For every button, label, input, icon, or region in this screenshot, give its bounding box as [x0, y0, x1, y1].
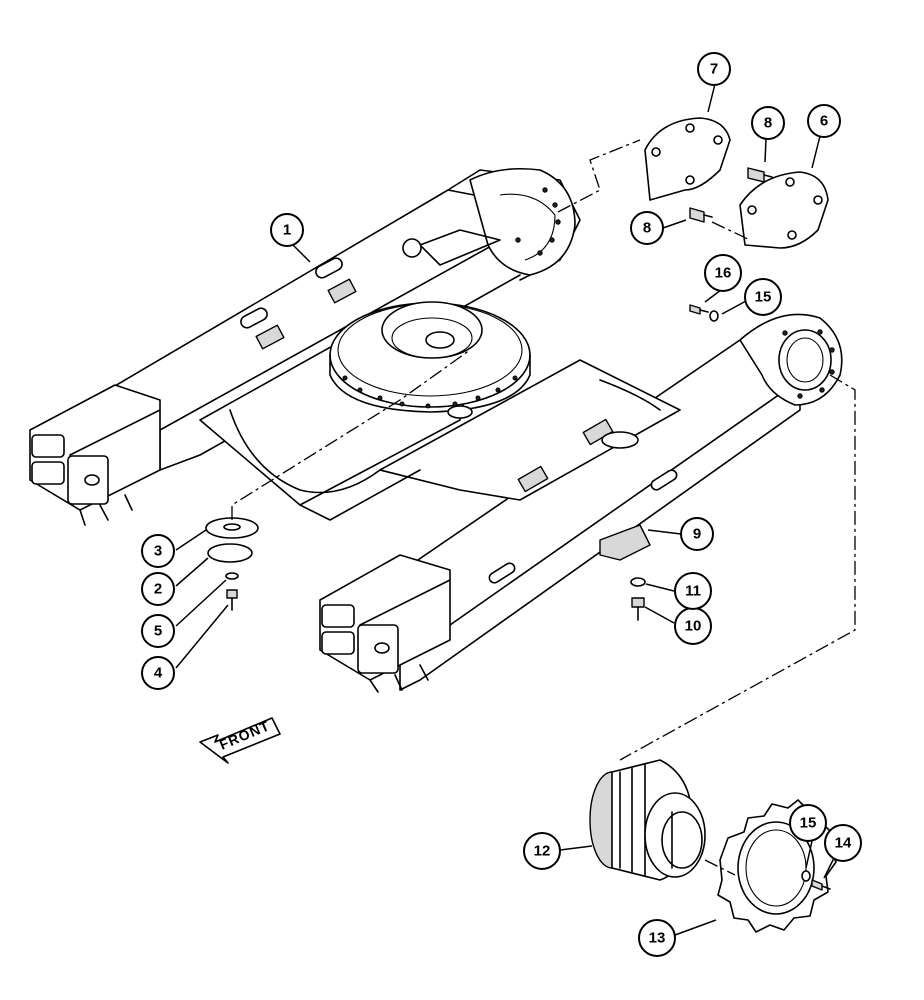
- callout-7: 7: [697, 52, 731, 86]
- callout-11: 11: [674, 572, 712, 610]
- plate-2: [207, 543, 253, 563]
- callout-16-label: 16: [715, 265, 732, 282]
- callout-3-label: 3: [154, 543, 162, 560]
- callout-1-label: 1: [283, 222, 291, 239]
- callout-11-label: 11: [685, 583, 701, 600]
- callout-14-label: 14: [835, 835, 852, 852]
- spacer-3: [205, 517, 259, 539]
- callout-8-lower-label: 8: [643, 220, 651, 237]
- callout-7-label: 7: [710, 61, 718, 78]
- callout-9-label: 9: [693, 526, 701, 543]
- washer-5: [225, 572, 239, 580]
- callout-14: 14: [824, 824, 862, 862]
- callout-1: 1: [270, 213, 304, 247]
- callout-4: 4: [141, 656, 175, 690]
- callout-10-label: 10: [685, 618, 702, 635]
- washer-15-lower: [801, 870, 811, 882]
- callout-4-label: 4: [154, 665, 163, 682]
- washer-15-upper: [709, 310, 719, 322]
- callout-12: 12: [523, 832, 561, 870]
- callout-3: 3: [141, 534, 175, 568]
- callout-2-label: 2: [154, 581, 162, 598]
- callout-16: 16: [704, 254, 742, 292]
- cover-plate-6: [739, 171, 829, 249]
- callout-8-lower: 8: [630, 211, 664, 245]
- callout-2: 2: [141, 572, 175, 606]
- callout-5: 5: [141, 614, 175, 648]
- bolt-4: [226, 589, 238, 611]
- bolt-16: [689, 304, 709, 315]
- washer-11: [630, 577, 646, 587]
- callout-15-upper-label: 15: [755, 289, 772, 306]
- callout-15-lower: 15: [789, 804, 827, 842]
- bolt-8-upper: [747, 167, 773, 183]
- callout-13: 13: [638, 919, 676, 957]
- callout-leaders: [175, 83, 835, 936]
- callout-10: 10: [674, 607, 712, 645]
- callout-5-label: 5: [154, 623, 162, 640]
- callout-9: 9: [680, 517, 714, 551]
- undercarriage-frame: [29, 167, 843, 693]
- cover-plate-7: [644, 117, 731, 201]
- callout-6-label: 6: [820, 113, 828, 130]
- callout-13-label: 13: [649, 930, 666, 947]
- callout-8-upper-label: 8: [764, 115, 772, 132]
- front-direction-arrow: FRONT: [199, 717, 281, 764]
- callout-15-upper: 15: [744, 278, 782, 316]
- callout-15-lower-label: 15: [800, 815, 817, 832]
- callout-8-upper: 8: [751, 106, 785, 140]
- callout-12-label: 12: [534, 843, 551, 860]
- callout-6: 6: [807, 104, 841, 138]
- travel-motor-12: [589, 759, 706, 881]
- bolt-8-lower: [689, 207, 713, 223]
- bolt-14: [811, 879, 831, 891]
- assembly-lines: [231, 139, 856, 876]
- bolt-10: [631, 597, 645, 621]
